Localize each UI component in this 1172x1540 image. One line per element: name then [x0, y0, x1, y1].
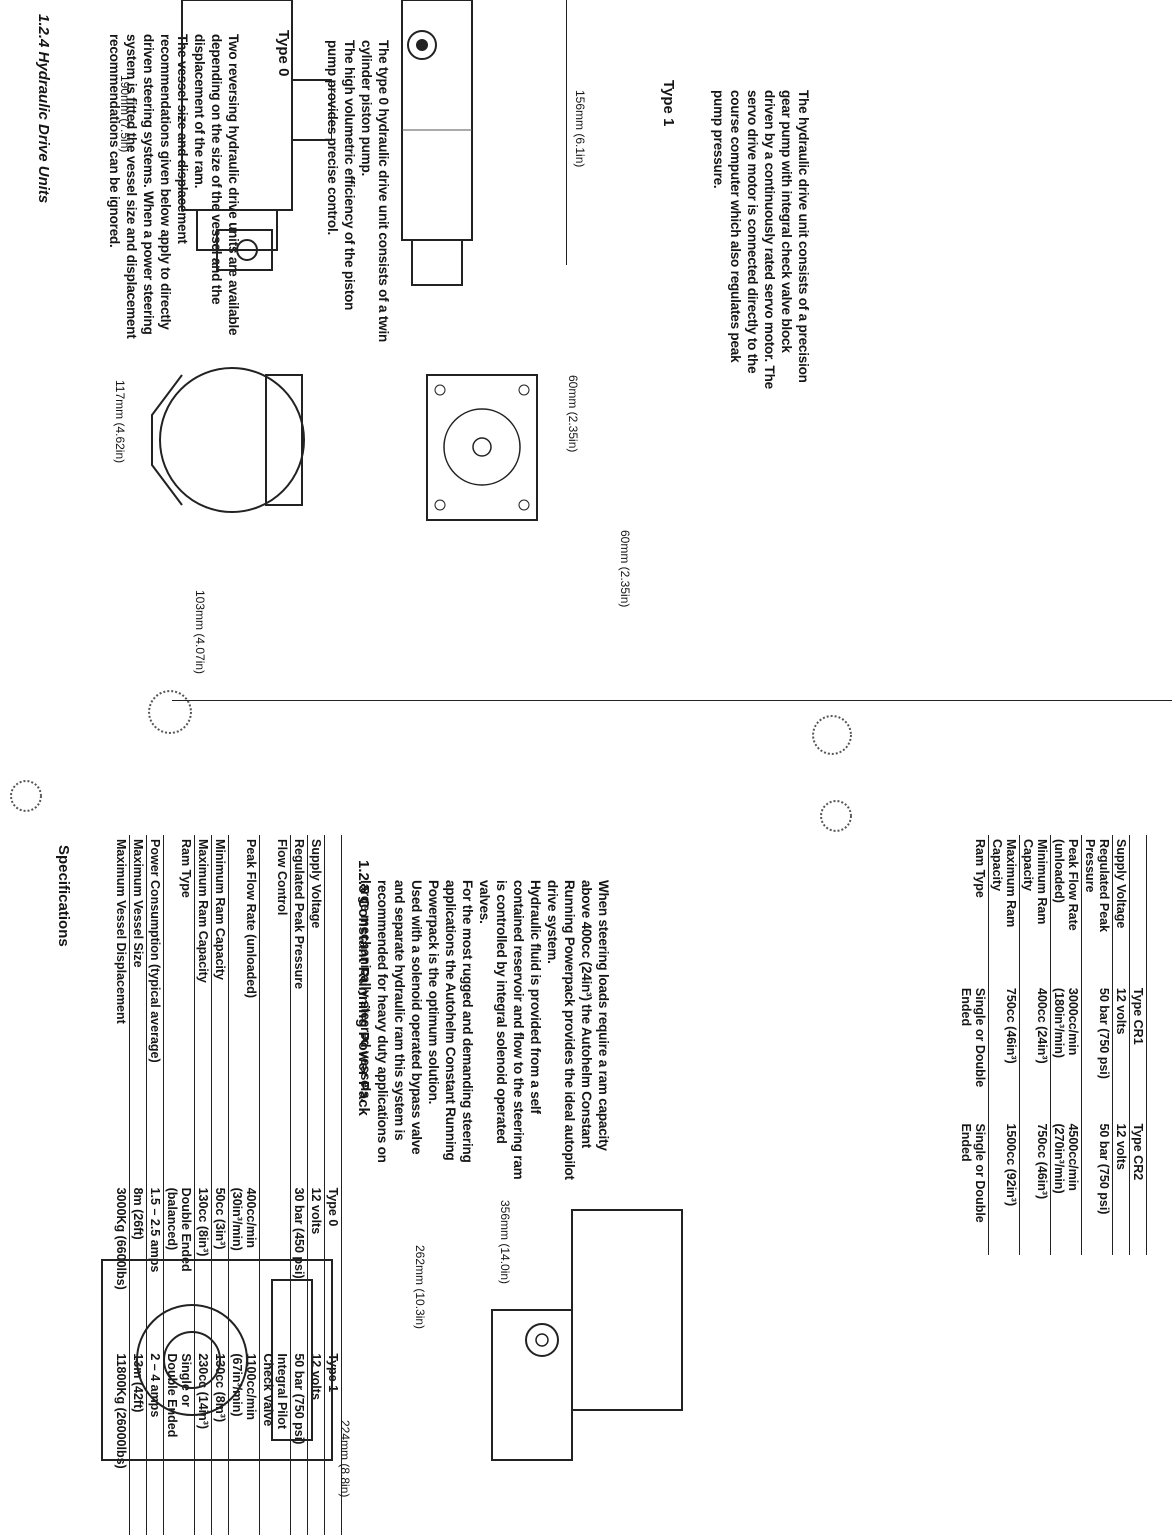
cr-length-dim: 356mm (14.0in) — [498, 1200, 512, 1285]
type1-face-width-dim: 103mm (4.07in) — [193, 590, 207, 675]
type0-length-dim-line — [566, 0, 567, 265]
spec2-cell: 50 bar (750 psi) — [1081, 983, 1113, 1120]
spec1-row-label: Flow Control — [259, 835, 291, 1184]
spec1-row-label: Maximum Vessel Displacement — [113, 835, 130, 1184]
column-divider — [172, 700, 1172, 701]
spec2-row-label: Supply Voltage — [1112, 835, 1130, 984]
type1-length-dim: 190mm (7.5in) — [118, 75, 132, 153]
punch-hole-mark — [148, 690, 192, 734]
punch-hole-mark — [10, 780, 42, 812]
spec1-row-label: Supply Voltage — [307, 835, 325, 1184]
punch-hole-mark — [820, 800, 852, 832]
spec2-cell: 12 volts — [1112, 983, 1130, 1120]
spec1-row-label: Power Consumption (typical average) — [146, 835, 164, 1184]
type1-face-drawing — [151, 367, 305, 513]
cr-face-drawing — [101, 1259, 333, 1461]
type1-face-height-dim: 117mm (4.62in) — [113, 380, 127, 464]
spec2-cell: 3000cc/min (180in³/min) — [1050, 983, 1082, 1120]
spec1-row-label: Maximum Vessel Size — [129, 835, 147, 1184]
type1-heading: Type 1 — [660, 80, 677, 127]
spec1-row-label: Minimum Ram Capacity — [211, 835, 229, 1184]
spec1-row-label: Peak Flow Rate (unloaded) — [228, 835, 260, 1184]
spec1-row-label: Maximum Ram Capacity — [194, 835, 212, 1184]
cr-side-drawing — [491, 1209, 683, 1461]
type0-length-dim: 156mm (6.1in) — [573, 90, 587, 168]
spec2-cell: 400cc (24in³) — [1019, 983, 1051, 1120]
spec2-cell: 750cc (46in³) — [1019, 1119, 1051, 1255]
spec2-col0 — [1129, 835, 1147, 984]
section-125-paragraph: When steering loads require a ram capaci… — [358, 880, 611, 1180]
spec1-title: Specifications — [55, 845, 72, 947]
section-heading-124: 1.2.4 Hydraulic Drive Units — [35, 14, 52, 204]
spec1-row-label: Ram Type — [163, 835, 195, 1184]
spec1-col0 — [324, 835, 342, 1184]
spec2-cell: 4500cc/min (270in³/min) — [1050, 1119, 1082, 1255]
punch-hole-mark — [812, 715, 852, 755]
spec2-cell: Single or Double Ended — [958, 983, 989, 1120]
type1-side-drawing — [181, 0, 332, 271]
spec2-row-label: Maximum Ram Capacity — [988, 835, 1020, 984]
spec2-col2: Type CR2 — [1129, 1119, 1147, 1255]
type0-side-drawing — [401, 0, 473, 286]
spec2-col1: Type CR1 — [1129, 983, 1147, 1120]
cr-width-dim: 224mm (8.8in) — [338, 1420, 352, 1498]
type0-face-drawing — [426, 374, 538, 521]
spec2-cell: 750cc (46in³) — [988, 983, 1020, 1120]
type0-face-height-dim: 60mm (2.35in) — [566, 375, 580, 453]
spec2-row-label: Regulated Peak Pressure — [1081, 835, 1113, 984]
spec2-cell: 1500cc (92in³) — [988, 1119, 1020, 1255]
type0-face-width-dim: 60mm (2.35in) — [618, 530, 632, 608]
type1-paragraph: The hydraulic drive unit consists of a p… — [711, 90, 811, 389]
spec2-cell: 50 bar (750 psi) — [1081, 1119, 1113, 1255]
cr-height-dim: 262mm (10.3in) — [413, 1245, 427, 1330]
spec2-row-label: Ram Type — [958, 835, 989, 984]
spec2-row-label: Minimum Ram Capacity — [1019, 835, 1051, 984]
spec2-row-label: Peak Flow Rate (unloaded) — [1050, 835, 1082, 984]
spec2-cell: 12 volts — [1112, 1119, 1130, 1255]
spec2-cell: Single or Double Ended — [958, 1119, 989, 1255]
spec1-row-label: Regulated Peak Pressure — [290, 835, 308, 1184]
